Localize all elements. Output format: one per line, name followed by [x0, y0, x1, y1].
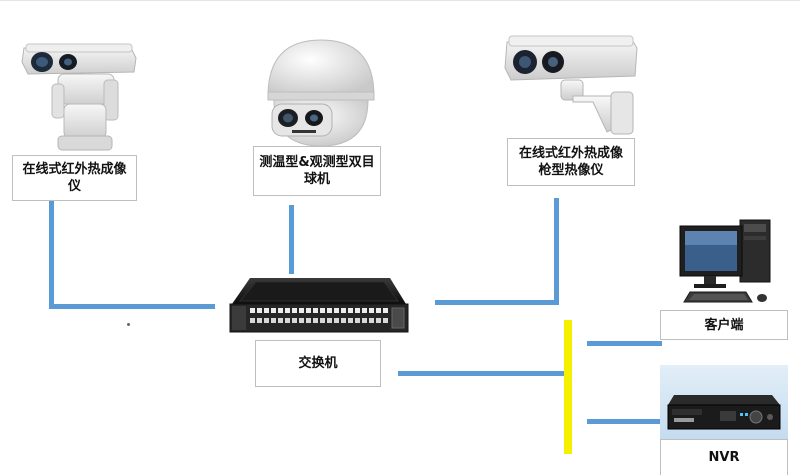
- wire-bullet-vertical: [554, 198, 559, 304]
- network-switch: [226, 276, 410, 334]
- wire-bus-to-client: [587, 341, 662, 346]
- bullet-thermal-camera: [503, 32, 639, 136]
- yellow-bus-bar: [564, 320, 572, 454]
- label-ptz-thermal-camera: 在线式红外热成像 仪: [12, 155, 137, 201]
- wire-ptz-horizontal: [49, 304, 215, 309]
- wire-switch-to-bus: [398, 371, 566, 376]
- wire-bus-to-nvr: [587, 419, 662, 424]
- wire-bullet-horizontal: [435, 300, 559, 305]
- network-switch-icon: [229, 278, 409, 333]
- stray-dot: [127, 323, 130, 326]
- dome-camera: [262, 34, 380, 148]
- nvr-recorder-icon: [667, 395, 781, 430]
- wire-ptz-vertical: [49, 200, 54, 308]
- label-bullet-thermal-camera: 在线式红外热成像 枪型热像仪: [507, 138, 635, 186]
- label-network-switch: 交换机: [255, 340, 381, 387]
- ptz-thermal-camera: [18, 38, 140, 156]
- nvr-panel: [660, 365, 788, 439]
- label-dome-camera: 测温型&观测型双目 球机: [253, 146, 381, 196]
- top-divider: [0, 0, 800, 1]
- wire-dome-vertical: [289, 205, 294, 274]
- desktop-computer-icon: [679, 219, 771, 303]
- bullet-thermal-camera-icon: [504, 35, 638, 135]
- label-nvr: NVR: [660, 439, 788, 475]
- ptz-thermal-camera-icon: [21, 43, 137, 151]
- desktop-computer: [676, 216, 776, 308]
- dome-camera-icon: [267, 39, 375, 147]
- label-client: 客户端: [660, 310, 788, 340]
